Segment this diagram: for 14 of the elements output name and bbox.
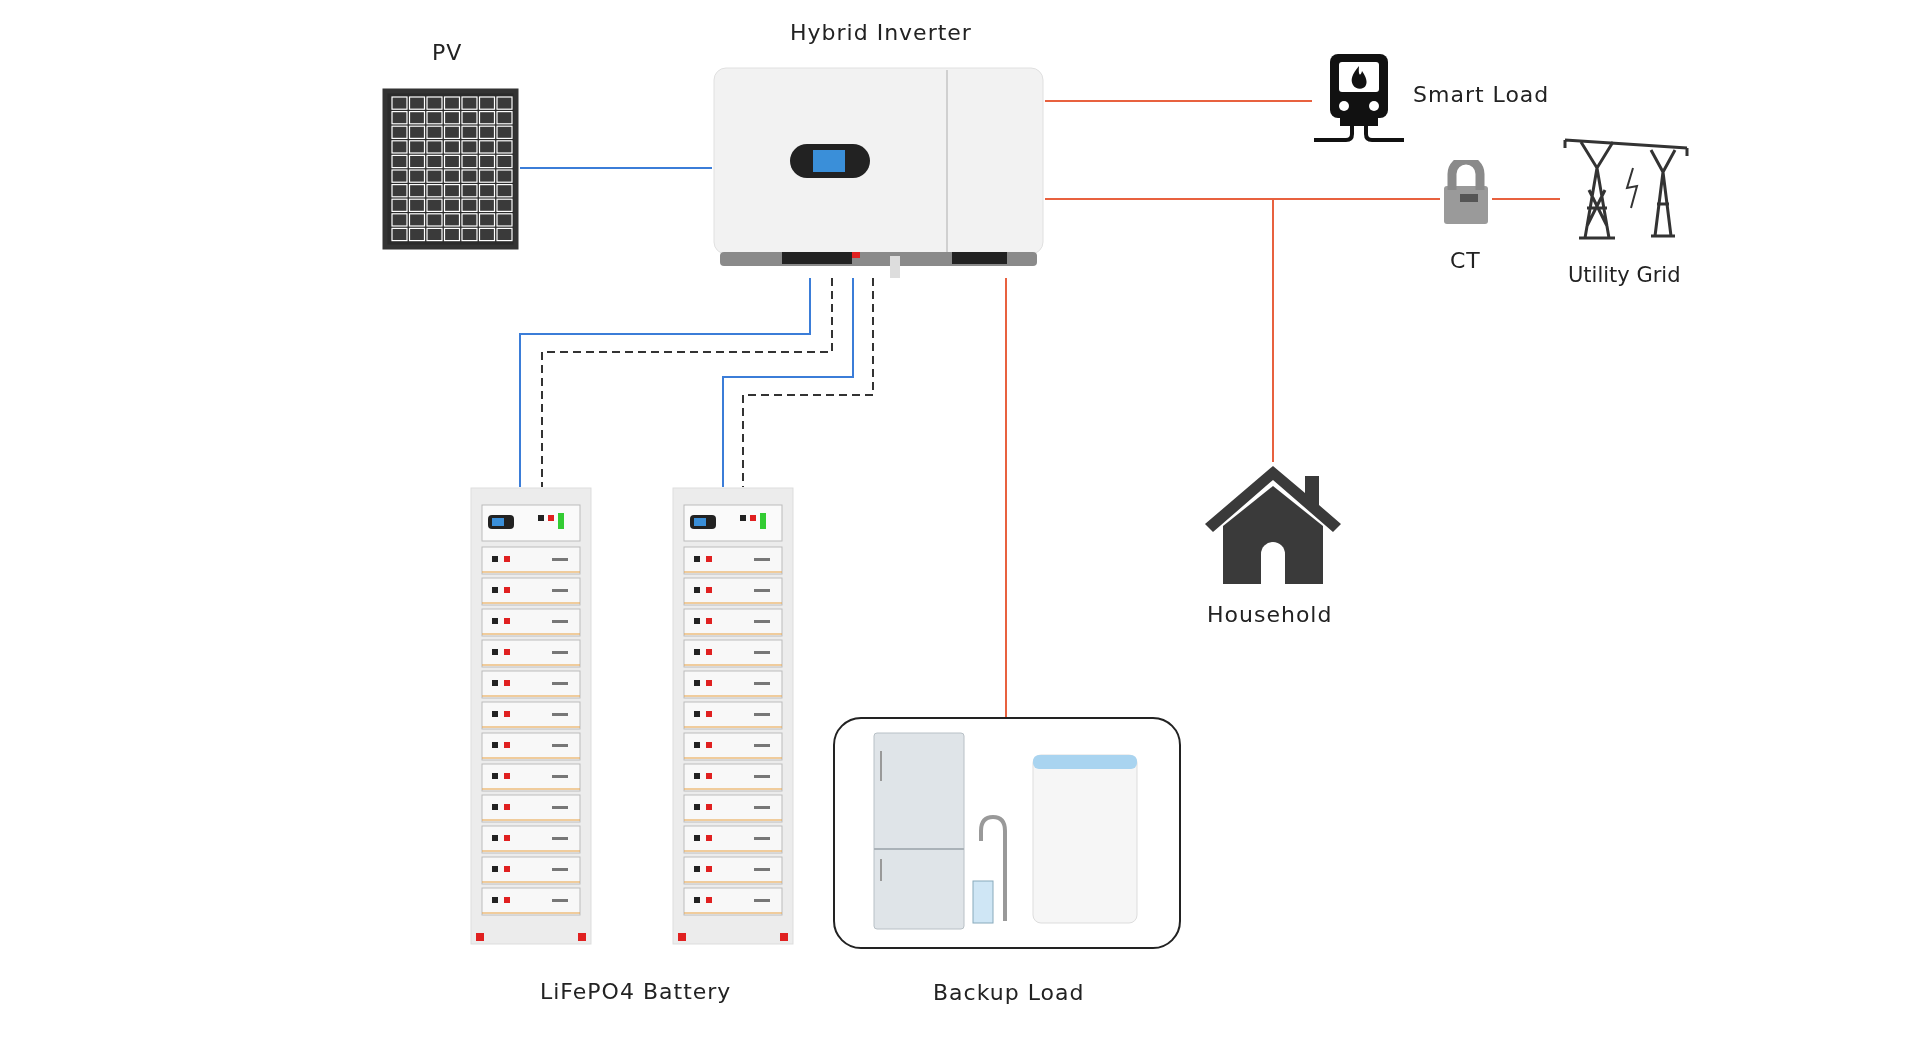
cable-line	[1044, 100, 1313, 102]
cable-line	[1005, 277, 1007, 718]
dashed-cable	[742, 277, 874, 488]
component-label: PV	[432, 40, 463, 66]
component-label: CT	[1450, 248, 1481, 274]
cable-line	[722, 277, 854, 488]
component-label: Hybrid Inverter	[790, 20, 972, 46]
component-label: Utility Grid	[1568, 262, 1681, 288]
battery-caption: LiFePO4 Battery	[540, 979, 732, 1005]
component-label: Household	[1207, 602, 1333, 628]
component-label: Backup Load	[933, 980, 1085, 1006]
cable-line	[1491, 198, 1561, 200]
cable-line	[519, 167, 713, 169]
component-label: Smart Load	[1413, 82, 1550, 108]
